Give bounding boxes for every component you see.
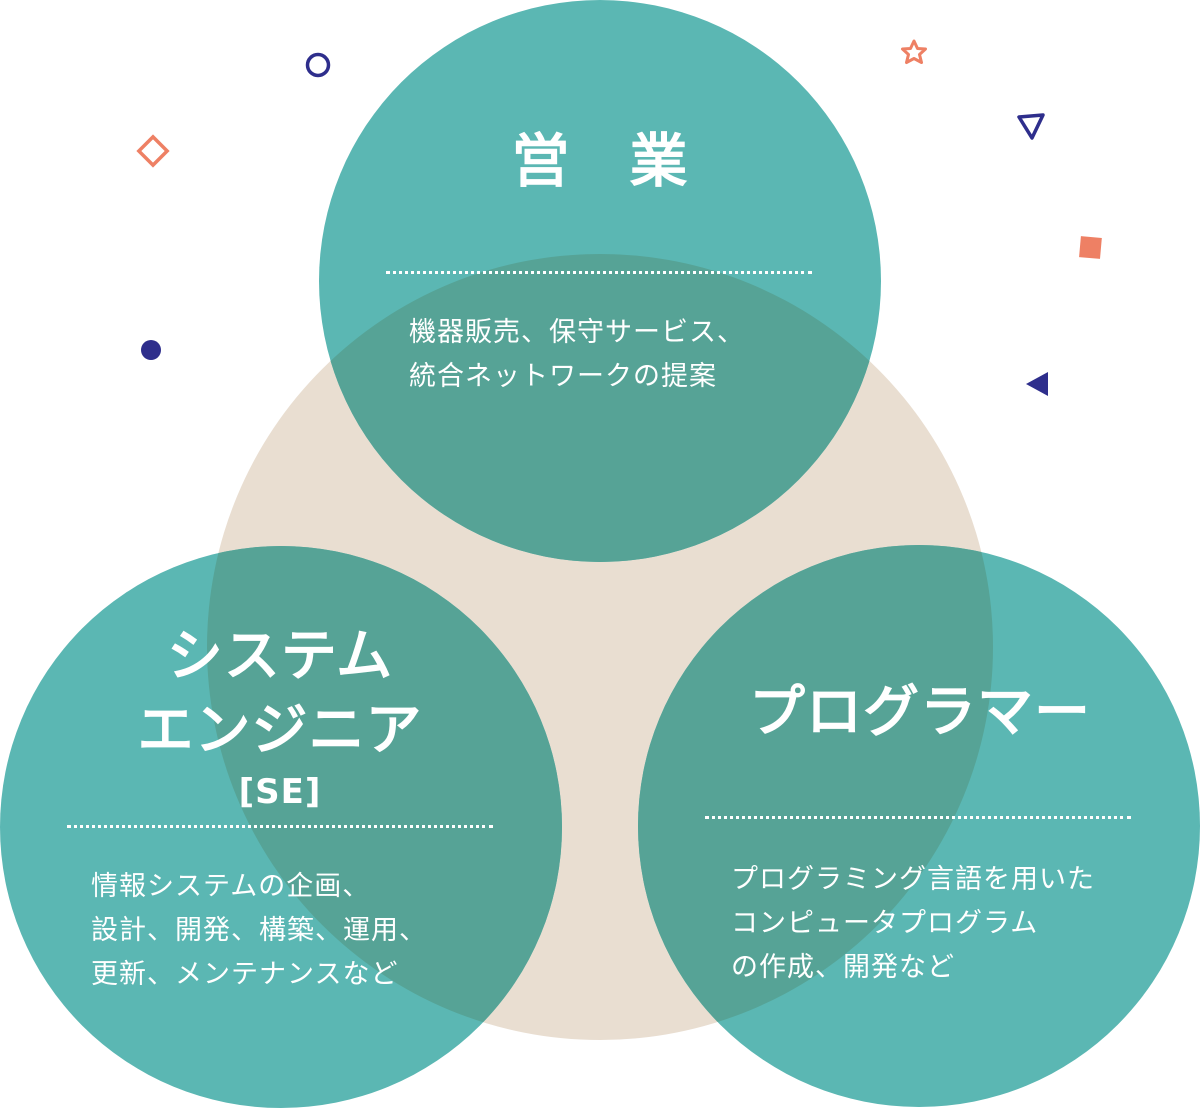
programmer-divider — [705, 816, 1131, 819]
orange-square-icon — [1079, 236, 1102, 259]
orange-star-outline-icon — [901, 39, 927, 64]
system-engineer-description-line-2: 設計、開発、構築、運用、 — [91, 915, 427, 946]
programmer-overlap — [638, 545, 993, 1040]
system-engineer-description: 情報システムの企画、 設計、開発、構築、運用、 更新、メンテナンスなど — [91, 865, 427, 997]
programmer-description-line-3: の作成、開発など — [731, 952, 955, 983]
system-engineer-divider — [67, 825, 493, 828]
sales-overlap — [319, 254, 881, 562]
sales-circle — [319, 0, 881, 562]
system-engineer-abbreviation: [SE] — [238, 772, 322, 812]
programmer-circle — [638, 545, 1200, 1107]
sales-description: 機器販売、保守サービス、 統合ネットワークの提案 — [409, 311, 745, 399]
system-engineer-description-line-3: 更新、メンテナンスなど — [91, 959, 399, 990]
navy-triangle-filled-icon — [1026, 372, 1048, 396]
navy-triangle-outline-icon — [1017, 113, 1045, 140]
sales-title: 営 業 — [511, 127, 689, 195]
navy-dot-icon — [141, 340, 161, 360]
sales-divider — [386, 271, 812, 274]
sales-description-line-2: 統合ネットワークの提案 — [409, 361, 717, 392]
system-engineer-title: システム エンジニア — [80, 620, 480, 768]
system-engineer-description-line-1: 情報システムの企画、 — [91, 871, 371, 902]
system-engineer-title-line-2: エンジニア — [137, 698, 423, 763]
navy-circle-outline-icon — [305, 52, 331, 78]
programmer-title: プログラマー — [749, 680, 1091, 745]
programmer-description-line-2: コンピュータプログラム — [731, 908, 1039, 939]
system-engineer-title-line-1: システム — [166, 624, 394, 689]
programmer-description: プログラミング言語を用いた コンピュータプログラム の作成、開発など — [731, 858, 1095, 990]
programmer-description-line-1: プログラミング言語を用いた — [731, 864, 1095, 895]
sales-description-line-1: 機器販売、保守サービス、 — [409, 317, 745, 348]
orange-diamond-outline-icon — [136, 134, 170, 168]
